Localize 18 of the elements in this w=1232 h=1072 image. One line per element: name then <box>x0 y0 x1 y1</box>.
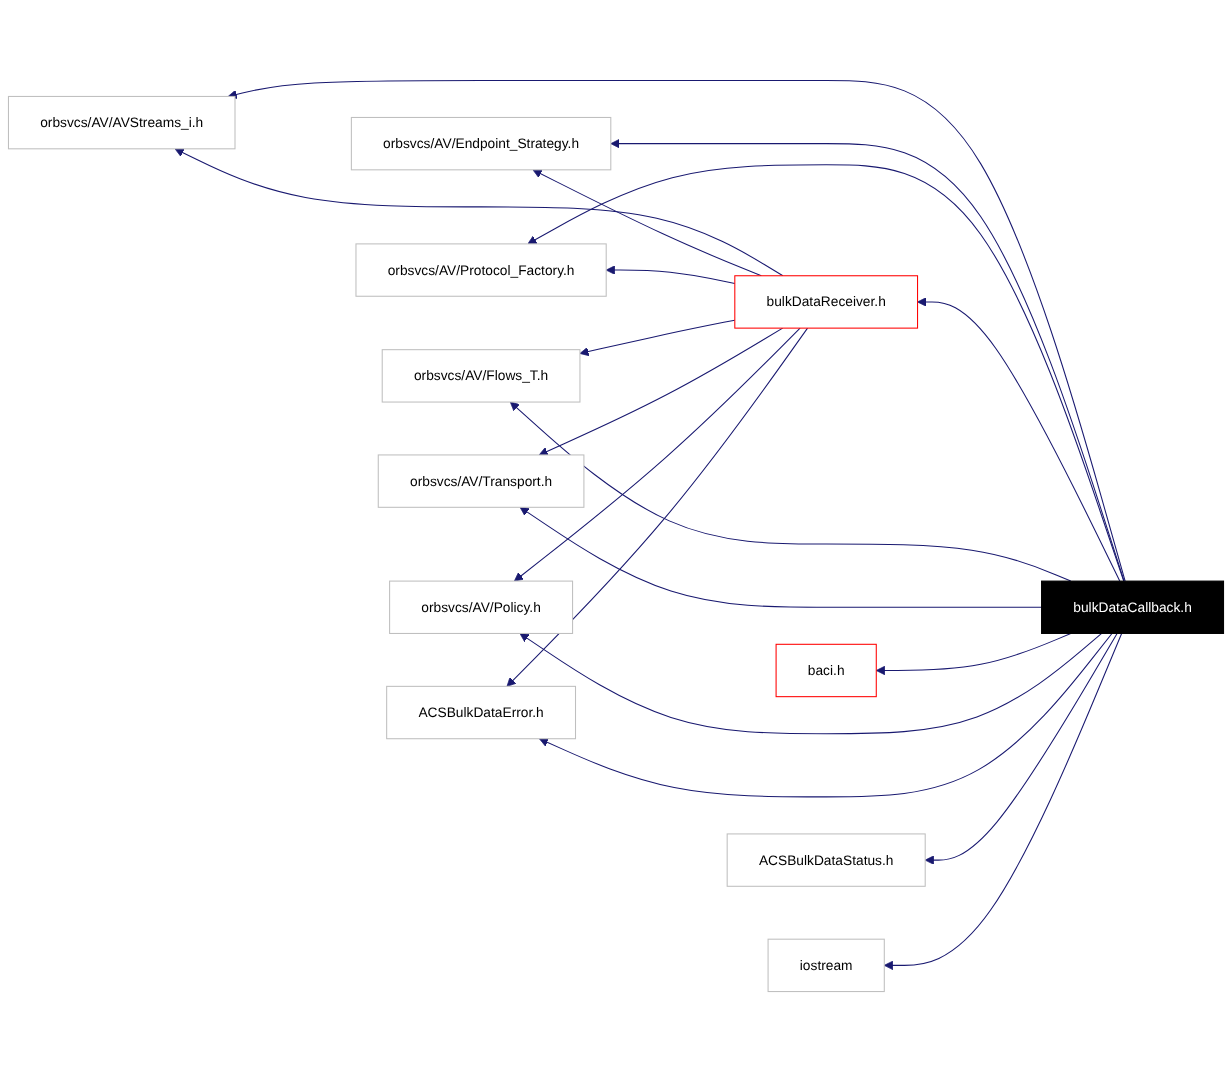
arrow <box>539 632 1113 798</box>
arrow <box>527 164 1125 582</box>
arrow <box>875 632 1072 676</box>
arrow <box>532 169 762 277</box>
arrow <box>509 401 1072 582</box>
arrow <box>506 327 809 687</box>
arrow <box>579 319 736 357</box>
arrow <box>605 265 736 284</box>
arrow <box>883 632 1123 971</box>
arrow <box>514 327 801 582</box>
arrow <box>227 79 1126 582</box>
arrow <box>917 297 1121 582</box>
arrow <box>924 632 1118 865</box>
arrow <box>519 632 1103 735</box>
arrow <box>610 139 1125 582</box>
arrow <box>519 506 1043 608</box>
arrow <box>174 148 784 277</box>
arrow <box>538 327 784 456</box>
